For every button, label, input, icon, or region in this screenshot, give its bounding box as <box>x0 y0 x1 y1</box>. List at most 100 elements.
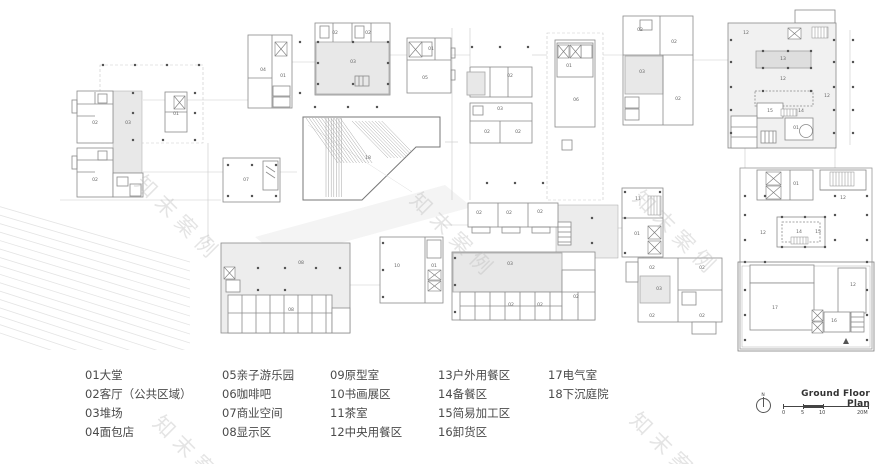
buildings <box>71 9 875 352</box>
room-label: 02 <box>484 129 490 135</box>
room-label: 02 <box>476 210 482 216</box>
north-label: N <box>761 393 765 398</box>
ground-floor-plan-drawing: 0203020104010202030105020302020106020203… <box>0 9 875 352</box>
room-label: 08 <box>298 260 304 266</box>
room-label: 01 <box>634 231 640 237</box>
room-label: 03 <box>497 106 503 112</box>
scale-label: 0 <box>782 410 786 416</box>
terrain-contour-lines <box>0 206 190 350</box>
room-label: 16 <box>831 318 837 324</box>
room-label: 04 <box>260 67 266 73</box>
room-label: 10 <box>394 263 400 269</box>
legend-item: 01大堂 <box>85 368 123 382</box>
legend-item: 09原型室 <box>330 368 380 382</box>
room-label: 06 <box>573 97 579 103</box>
room-label: 01 <box>173 111 179 117</box>
room-label: 12 <box>850 282 856 288</box>
room-label: 02 <box>92 177 98 183</box>
room-label: 03 <box>656 286 662 292</box>
legend-item: 02客厅（公共区域） <box>85 387 192 401</box>
room-label: 03 <box>350 59 356 65</box>
room-label: 18 <box>365 155 371 161</box>
column-grid-dots <box>101 38 869 342</box>
hatched-boxes <box>647 26 855 245</box>
legend-item: 10书画展区 <box>330 387 391 401</box>
room-label: 08 <box>288 307 294 313</box>
room-label: 02 <box>506 210 512 216</box>
legend-item: 14备餐区 <box>438 387 488 401</box>
legend-column: 17电气室 18下沉庭院 <box>548 366 609 404</box>
room-label: 02 <box>332 30 338 36</box>
room-label: 02 <box>699 313 705 319</box>
legend-item: 11茶室 <box>330 406 368 420</box>
room-label: 01 <box>431 263 437 269</box>
scale-bar: 0 5 10 20M <box>782 402 869 418</box>
room-label: 02 <box>537 302 543 308</box>
legend-item: 16卸货区 <box>438 425 488 439</box>
legend-item: 12中央用餐区 <box>330 425 403 439</box>
room-label: 03 <box>639 69 645 75</box>
room-label: 01 <box>428 46 434 52</box>
room-label: 12 <box>824 93 830 99</box>
walkway-shading <box>255 185 472 259</box>
room-label: 13 <box>780 56 786 62</box>
courtyard-stair-hatching <box>305 117 418 197</box>
room-label: 14 <box>796 229 802 235</box>
room-label: 02 <box>515 129 521 135</box>
scale-label: 20M <box>857 410 868 416</box>
room-label: 02 <box>573 294 579 300</box>
legend-column: 05亲子游乐园 06咖啡吧 07商业空间 08显示区 <box>222 366 294 442</box>
legend-item: 13户外用餐区 <box>438 368 511 382</box>
room-label: 12 <box>840 195 846 201</box>
legend-item: 07商业空间 <box>222 406 283 420</box>
room-label: 02 <box>637 27 643 33</box>
scale-tick <box>868 404 869 409</box>
scale-label: 5 <box>801 410 805 416</box>
elevator-symbols <box>173 27 824 334</box>
room-label: 02 <box>649 265 655 271</box>
north-needle-icon <box>762 397 764 407</box>
room-label: 12 <box>760 230 766 236</box>
legend-column: 01大堂 02客厅（公共区域） 03堆场 04面包店 <box>85 366 192 442</box>
legend-item: 04面包店 <box>85 425 135 439</box>
room-label: 01 <box>793 125 799 131</box>
plan-title: Ground Floor Plan <box>801 389 870 409</box>
room-label: 02 <box>92 120 98 126</box>
scale-label: 10 <box>819 410 826 416</box>
room-label: 01 <box>280 73 286 79</box>
room-label: 02 <box>699 265 705 271</box>
room-label: 14 <box>798 108 804 114</box>
legend-item: 05亲子游乐园 <box>222 368 295 382</box>
scale-bar-line <box>783 406 868 407</box>
room-label: 11 <box>635 196 641 202</box>
legend: 01大堂 02客厅（公共区域） 03堆场 04面包店 05亲子游乐园 06咖啡吧 07商业… <box>0 366 880 446</box>
room-label: 02 <box>508 302 514 308</box>
scale-tick <box>823 404 824 409</box>
scale-bar-segment <box>803 404 823 408</box>
legend-item: 06咖啡吧 <box>222 387 272 401</box>
room-label: 02 <box>365 30 371 36</box>
room-label: 02 <box>537 209 543 215</box>
room-label: 12 <box>780 76 786 82</box>
scale-tick <box>803 404 804 409</box>
legend-item: 17电气室 <box>548 368 598 382</box>
room-label: 01 <box>793 181 799 187</box>
room-label: 15 <box>815 229 821 235</box>
room-label: 02 <box>649 313 655 319</box>
room-label: 02 <box>507 73 513 79</box>
legend-item: 18下沉庭院 <box>548 387 609 401</box>
legend-item: 08显示区 <box>222 425 272 439</box>
legend-item: 03堆场 <box>85 406 123 420</box>
north-circle-icon <box>755 397 771 413</box>
room-label: 02 <box>671 39 677 45</box>
room-label: 17 <box>772 305 778 311</box>
room-label: 07 <box>243 177 249 183</box>
room-label: 03 <box>507 261 513 267</box>
room-label: 12 <box>743 30 749 36</box>
north-arrow: N <box>753 393 773 417</box>
room-label: 03 <box>125 120 131 126</box>
scale-tick <box>783 404 784 409</box>
